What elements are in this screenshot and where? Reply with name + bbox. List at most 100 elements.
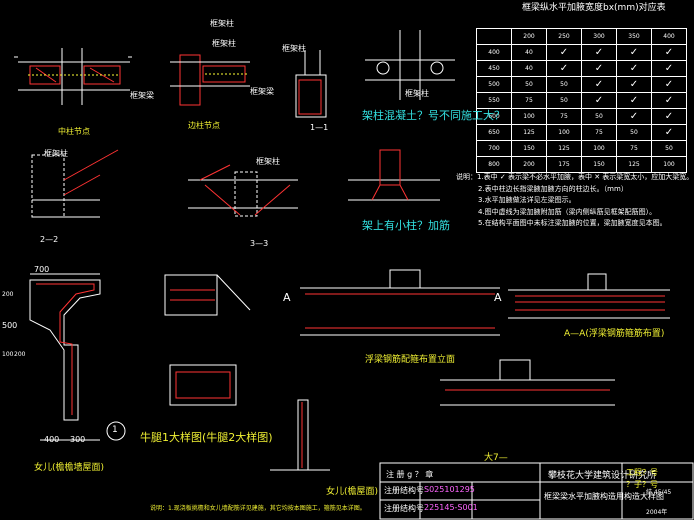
cell: 50 (511, 76, 547, 93)
bx-table: 200 250 300 350 400 400 40 ✓ ✓ ✓ ✓ 450 4… (476, 28, 687, 173)
parapet-detail (29, 273, 101, 441)
cell: 40 (511, 44, 547, 61)
row-key: 450 (476, 60, 512, 77)
cell: ✓ (651, 60, 687, 77)
section-2-2-title: 2—2 (40, 235, 59, 244)
row-key: 650 (476, 124, 512, 141)
dim-500: 500 (2, 321, 18, 330)
row-key: 700 (476, 140, 512, 157)
col-label: 框架柱 (256, 157, 280, 166)
cell: ✓ (581, 60, 617, 77)
small-column-detail (348, 149, 440, 201)
drawing-title: 框梁梁水平加腋构造用构造大样图 (544, 492, 664, 501)
beam-label: 框架梁 (130, 91, 154, 100)
col-label: 框架柱 (212, 39, 236, 48)
design-no-label: 注册结构号 (384, 486, 424, 495)
section-marker-a: A (494, 291, 502, 304)
section-1-1 (295, 50, 327, 118)
section-1-1-title: 1—1 (310, 123, 329, 132)
cell: 125 (616, 156, 652, 173)
cell: ✓ (616, 60, 652, 77)
check-number: 225145-S001 (424, 503, 478, 512)
middle-node-title: 中柱节点 (58, 127, 90, 136)
beam-label: 框架梁 (250, 87, 274, 96)
cell: 100 (546, 124, 582, 141)
detail-7 (440, 359, 615, 406)
table-col-header: 300 (581, 28, 617, 45)
dim-200b: 200 (14, 351, 26, 358)
col-label: 框架柱 (405, 89, 429, 98)
note-line: 4.图中虚线为梁加腋附加筋（梁内侧纵筋见框架配筋图）。 (478, 207, 657, 216)
middle-node-detail (14, 48, 132, 105)
dim-700: 700 (34, 265, 50, 274)
circle-number: 1 (112, 425, 118, 435)
col-label: 框架柱 (210, 19, 234, 28)
notes-block: 说明：1.表中 ✓ 表示梁不必水平加腋，表中 ✕ 表示梁宽太小，应加大梁宽。 2… (456, 172, 693, 230)
cell: ✓ (546, 44, 582, 61)
note-line: 5.在结构平面图中未标注梁加腋的位置，梁加腋宽度见本图。 (478, 219, 667, 227)
dim-300: 300 (70, 435, 86, 444)
table-row: 550 75 50 ✓ ✓ ✓ (476, 92, 687, 109)
col-label: 框架柱 (44, 149, 68, 158)
cell: ✓ (651, 76, 687, 93)
row-key: 800 (476, 156, 512, 173)
project-label: 工程？号 (626, 468, 658, 477)
org-name: 攀枝花大学建筑设计研究所 (548, 471, 657, 481)
table-row: 500 50 50 ✓ ✓ ✓ (476, 76, 687, 93)
cell: 50 (546, 76, 582, 93)
cell: ✓ (616, 108, 652, 125)
cell: 125 (546, 140, 582, 157)
cell: ✓ (616, 76, 652, 93)
cell: 175 (546, 156, 582, 173)
cell: ✓ (651, 108, 687, 125)
cell: 100 (511, 108, 547, 125)
beam-elevation-title: 浮梁钢筋配箍布置立面 (365, 355, 456, 365)
cell: 150 (511, 140, 547, 157)
row-key: 500 (476, 76, 512, 93)
table-corner (476, 28, 512, 45)
beam-elevation (300, 269, 500, 336)
detail-7-title: 大7— (484, 453, 508, 463)
dim-200: 200 (2, 291, 14, 298)
col-label: 框架柱 (282, 44, 306, 53)
cell: 50 (616, 124, 652, 141)
note-line: 3.水平加腋做法详见左梁图示。 (478, 196, 576, 204)
section-3-3 (188, 164, 298, 217)
table-title: 框梁纵水平加腋宽度bx(mm)对应表 (522, 3, 666, 13)
table-row: 650 125 100 75 50 ✓ (476, 124, 687, 141)
section-marker-a: A (283, 291, 291, 304)
page-number: 结 45/45 (646, 489, 672, 496)
section-a-a (508, 273, 670, 319)
cell: ✓ (616, 92, 652, 109)
section-2-2 (31, 149, 119, 218)
table-row: 600 100 75 50 ✓ ✓ (476, 108, 687, 125)
cell: 75 (581, 124, 617, 141)
edge-node-title: 边柱节点 (188, 121, 220, 130)
sheet-label: ？子？号 (626, 480, 658, 489)
table-col-header: 250 (546, 28, 582, 45)
cell: ✓ (651, 124, 687, 141)
cross-column-detail (365, 30, 455, 100)
section-3-3-title: 3—3 (250, 239, 269, 248)
parapet-title: 女儿(檐檐墙屋面) (34, 463, 105, 473)
cell: ✓ (546, 60, 582, 77)
row-key: 550 (476, 92, 512, 109)
table-row: 700 150 125 100 75 50 (476, 140, 687, 157)
detail-circle (106, 421, 126, 441)
table-row: 450 40 ✓ ✓ ✓ ✓ (476, 60, 687, 77)
cell: ✓ (651, 44, 687, 61)
cell: 50 (651, 140, 687, 157)
cell: 40 (511, 60, 547, 77)
table-row: 400 40 ✓ ✓ ✓ ✓ (476, 44, 687, 61)
table-col-header: 350 (616, 28, 652, 45)
design-number: S025101295 (424, 485, 475, 494)
small-column-note: 架上有小柱？加筋 (362, 219, 450, 232)
cell: 75 (511, 92, 547, 109)
bottom-note: 说明：1.现浇板挑檐和女儿墙配筋详见建施，其它均按本图施工，箍筋见本详图。 (150, 505, 366, 512)
sheet-date: 2004年 (646, 509, 668, 516)
parapet-detail-2 (270, 399, 330, 471)
cell: 200 (511, 156, 547, 173)
cell: 100 (651, 156, 687, 173)
cell: ✓ (581, 92, 617, 109)
dim-400: 400 (44, 435, 60, 444)
